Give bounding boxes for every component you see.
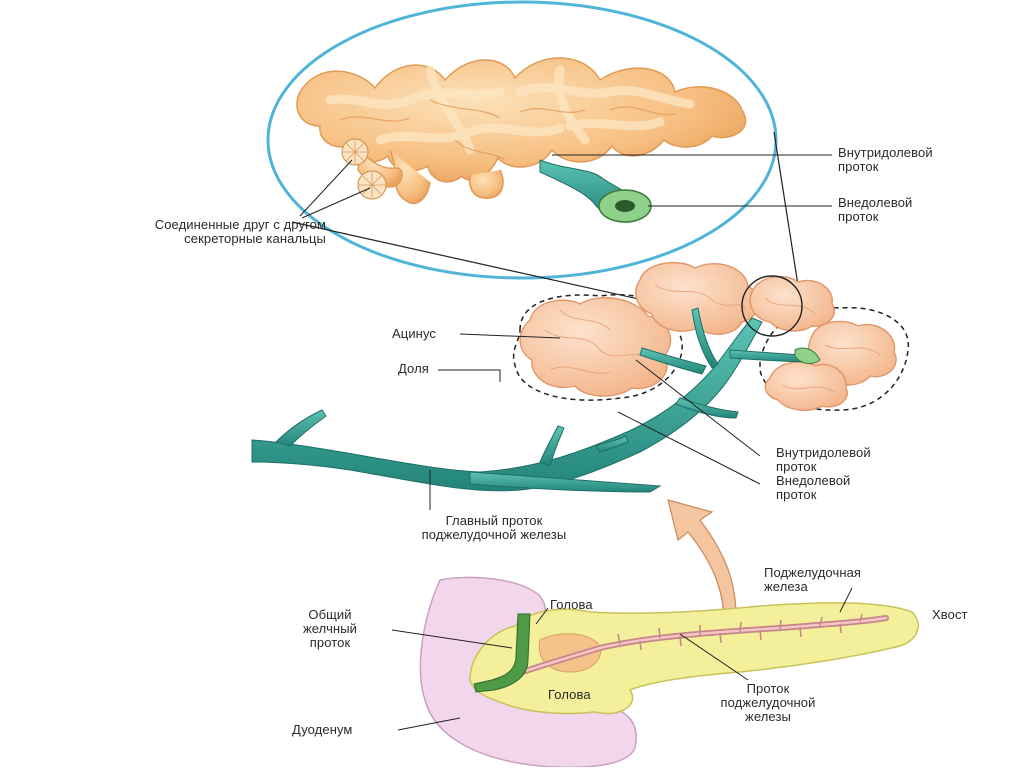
label-bile-duct: Общий желчный проток	[270, 608, 390, 650]
acinus-folds	[544, 284, 881, 393]
acinus-clusters	[519, 261, 897, 411]
label-line: проток	[776, 487, 817, 502]
label-intralobular-top: Внутридолевой проток	[838, 146, 933, 174]
leader-lobule	[438, 369, 501, 382]
label-line: Внутридолевой	[838, 145, 933, 160]
leader-head-top	[535, 607, 549, 625]
label-line: поджелудочной железы	[421, 527, 567, 542]
label-line: проток	[776, 459, 817, 474]
tubule-folds	[339, 99, 676, 161]
leader-pancreatic-duct	[679, 633, 749, 681]
label-acinus: Ацинус	[392, 327, 436, 341]
label-line: поджелудочной	[720, 695, 816, 710]
label-line: Поджелудочная	[764, 565, 862, 580]
label-line: желчный	[302, 621, 358, 636]
label-pancreas: Поджелудочная железа	[764, 566, 861, 594]
tubule-highlights	[325, 65, 695, 155]
label-line: Хвост	[932, 607, 968, 622]
common-bile-duct	[473, 613, 531, 693]
label-interlobular-top: Внедолевой проток	[838, 196, 912, 224]
label-line: Дуоденум	[292, 722, 353, 737]
pancreatic-duct-inner	[486, 616, 888, 686]
label-line: Проток	[746, 681, 790, 696]
label-line: Внедолевой	[776, 473, 851, 488]
interlobular-duct-mark	[794, 347, 821, 364]
label-line: проток	[838, 159, 879, 174]
label-main-duct: Главный проток поджелудочной железы	[344, 514, 644, 542]
label-line: Доля	[398, 361, 429, 376]
label-line: Общий	[308, 607, 352, 622]
label-line: Голова	[550, 597, 593, 612]
label-duodenum: Дуоденум	[292, 723, 352, 737]
duct-tree	[251, 307, 816, 493]
label-line: секреторные канальцы	[184, 231, 326, 246]
duct-branches	[617, 613, 863, 651]
label-line: Главный проток	[445, 513, 543, 528]
leader-duodenum	[397, 717, 461, 731]
leader-pancreas	[839, 587, 853, 613]
label-line: проток	[838, 209, 879, 224]
label-head-bottom: Голова	[548, 688, 591, 702]
label-line: Ацинус	[392, 326, 437, 341]
label-intralobular-mid: Внутридолевой проток	[776, 446, 871, 474]
label-pancreatic-duct: Проток поджелудочной железы	[668, 682, 868, 724]
leader-acinus	[459, 333, 561, 339]
magnify-connector-right	[773, 131, 801, 299]
leader-tubules-a	[299, 159, 353, 217]
leader-bile-duct	[391, 629, 513, 649]
label-tubules: Соединенные друг с другом секреторные ка…	[4, 218, 326, 246]
label-line: Соединенные друг с другом	[154, 217, 326, 232]
label-line: Внутридолевой	[776, 445, 871, 460]
duct-lumen	[615, 200, 635, 212]
label-head-top: Голова	[550, 598, 593, 612]
label-line: железа	[764, 579, 808, 594]
label-line: проток	[309, 635, 351, 650]
zoom-arrow	[667, 499, 737, 633]
label-tail: Хвост	[932, 608, 968, 622]
leader-interlobular-mid	[617, 411, 761, 485]
magnify-target-circle	[741, 275, 803, 337]
lobule-outline-left	[512, 294, 683, 401]
leader-tubules-b	[301, 187, 371, 219]
label-interlobular-mid: Внедолевой проток	[776, 474, 850, 502]
tubule-cross-spokes	[343, 140, 385, 198]
leader-intralobular-mid	[635, 359, 761, 457]
label-lobule: Доля	[398, 362, 429, 376]
label-line: Голова	[548, 687, 591, 702]
pancreas-body	[469, 602, 919, 715]
label-line: Внедолевой	[838, 195, 913, 210]
label-line: железы	[745, 709, 791, 724]
